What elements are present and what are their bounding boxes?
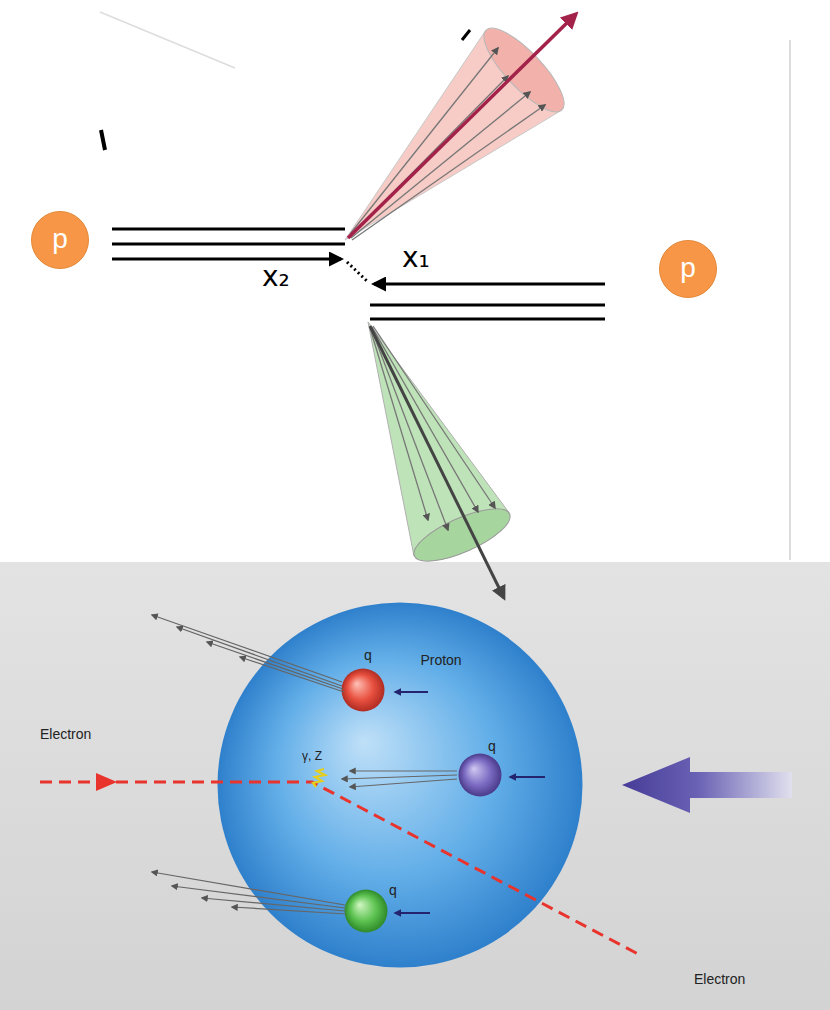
momentum-fraction: x₂ bbox=[262, 263, 290, 291]
proton-label: Proton bbox=[420, 653, 461, 668]
proton-ball-shape bbox=[32, 212, 89, 269]
text-holder: q bbox=[488, 739, 496, 754]
quark-label: q bbox=[364, 648, 372, 663]
quark: q bbox=[341, 668, 385, 712]
quark: q bbox=[458, 753, 502, 797]
text-holder: Electron bbox=[40, 727, 91, 741]
text-holder: γ, Z bbox=[302, 750, 322, 762]
proton-symbol: p bbox=[680, 253, 696, 284]
quark-outline bbox=[341, 668, 385, 712]
particle-label: Electron bbox=[40, 727, 91, 741]
quark-label: q bbox=[389, 883, 397, 898]
proton-ball: p bbox=[31, 211, 89, 269]
text-holder: Proton bbox=[420, 653, 461, 668]
text-holder: q bbox=[364, 648, 372, 663]
proton-symbol: p bbox=[52, 224, 68, 255]
text-holder: p bbox=[680, 253, 696, 284]
quark-outline bbox=[458, 753, 502, 797]
text-holder: x₁ bbox=[402, 244, 430, 272]
text-holder: p bbox=[52, 224, 68, 255]
quark-shape bbox=[342, 669, 385, 712]
proton-ball-shape bbox=[660, 241, 717, 298]
quark-shape bbox=[345, 890, 388, 933]
momentum-fraction: x₁ bbox=[402, 244, 430, 272]
particle-label: Electron bbox=[694, 972, 745, 986]
quark-outline bbox=[344, 889, 388, 933]
quark: q bbox=[344, 889, 388, 933]
quark-label: q bbox=[488, 739, 496, 754]
proton-ball: p bbox=[659, 240, 717, 298]
quark-shape bbox=[459, 754, 502, 797]
text-holder: Electron bbox=[694, 972, 745, 986]
text-holder: x₂ bbox=[262, 263, 290, 291]
text-holder: q bbox=[389, 883, 397, 898]
boson-label: γ, Z bbox=[302, 750, 322, 762]
